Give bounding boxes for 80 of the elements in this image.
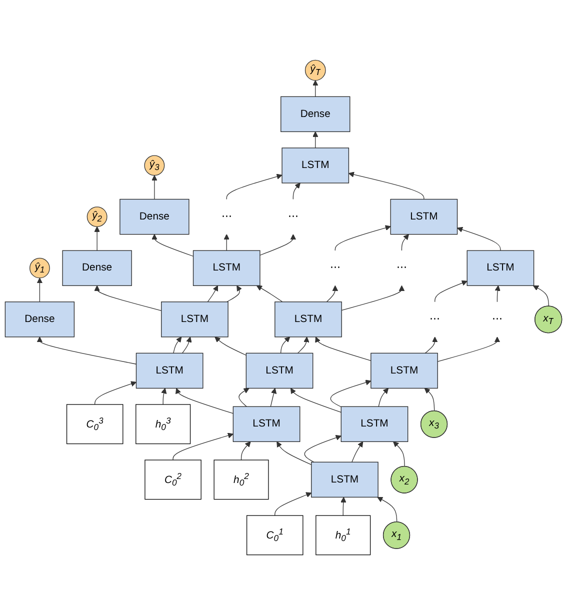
arrow	[352, 441, 364, 462]
arrow	[274, 492, 312, 516]
lstm-cell-box: LSTM	[136, 352, 204, 389]
arrow	[176, 388, 234, 414]
arrow	[348, 172, 424, 200]
arrow	[207, 285, 218, 302]
input-circle: x$_{3}$	[420, 410, 448, 438]
arrow	[260, 234, 296, 256]
lstm-cell-box: LSTM	[192, 250, 260, 286]
arrow	[182, 336, 192, 354]
arrow	[36, 336, 137, 364]
ellipsis-text: ⋯	[221, 210, 232, 222]
output-circle: ŷ$_{1}$	[30, 258, 50, 278]
arrow	[494, 285, 500, 302]
arrow	[297, 336, 310, 354]
arrow	[94, 285, 162, 311]
arrow	[312, 80, 318, 97]
arrow	[437, 336, 500, 362]
ellipsis-text: ⋯	[492, 314, 502, 325]
output-circle: ŷ$_{2}$	[86, 206, 108, 227]
lstm-cell-box: LSTM	[161, 302, 228, 338]
ellipsis-text: ⋯	[330, 262, 340, 274]
arrow	[393, 441, 405, 467]
arrow	[172, 432, 234, 460]
arrow	[532, 285, 549, 307]
arrow	[270, 388, 277, 407]
ellipsis-text: ⋯	[288, 210, 298, 222]
arrow	[226, 174, 282, 200]
arrow	[290, 388, 342, 413]
ellipsis-text: ⋯	[430, 314, 440, 325]
arrow	[424, 336, 438, 354]
lstm-cell-box: LSTM	[370, 352, 438, 389]
arrow	[152, 175, 158, 200]
arrow	[292, 182, 300, 200]
arrow	[341, 285, 405, 311]
ellipsis-text: ⋯	[396, 262, 407, 274]
arrow	[94, 226, 100, 251]
arrow	[224, 234, 230, 251]
arrow	[161, 388, 167, 405]
lstm-cell-box: LSTM	[466, 250, 534, 286]
arrow	[378, 388, 389, 407]
arrow	[377, 496, 398, 522]
arrow	[238, 388, 250, 407]
arrow	[152, 234, 194, 257]
arrow	[256, 285, 283, 302]
dense-layer-box: Dense	[280, 96, 350, 132]
output-circle: ŷ$_{3}$	[144, 155, 165, 176]
arrow	[240, 441, 251, 460]
arrow	[304, 434, 342, 462]
lstm-cell-box: LSTM	[274, 302, 342, 338]
dense-layer-box: Dense	[4, 302, 75, 338]
arrow	[173, 336, 182, 354]
input-circle: x$_{T}$	[534, 306, 562, 334]
input-circle: x$_{1}$	[382, 522, 410, 549]
lstm-cell-box: LSTM	[340, 406, 408, 442]
arrow	[434, 280, 468, 302]
arrow	[276, 441, 312, 465]
arrow	[401, 234, 410, 251]
arrow	[457, 226, 501, 251]
arrow	[94, 381, 136, 405]
arrow	[226, 285, 242, 302]
lstm-cell-box: LSTM	[232, 406, 300, 442]
arrow	[334, 225, 391, 251]
arrow	[326, 285, 338, 302]
lstm-cell-box: LSTM	[246, 352, 314, 389]
lstm-cell-box: LSTM	[282, 148, 350, 184]
output-circle: ŷ$_{T}$	[304, 60, 326, 81]
arrow	[340, 496, 346, 516]
input-circle: x$_{2}$	[390, 466, 418, 494]
arrow	[315, 336, 372, 361]
arrow	[312, 131, 318, 148]
dense-layer-box: Dense	[120, 198, 190, 235]
arrow	[280, 336, 290, 354]
arrow	[424, 388, 435, 412]
lstm-cell-box: LSTM	[390, 198, 458, 235]
arrow	[330, 380, 372, 408]
lstm-cell-box: LSTM	[311, 462, 378, 498]
dense-layer-box: Dense	[62, 250, 132, 286]
arrow	[214, 336, 246, 356]
arrow	[36, 278, 43, 302]
